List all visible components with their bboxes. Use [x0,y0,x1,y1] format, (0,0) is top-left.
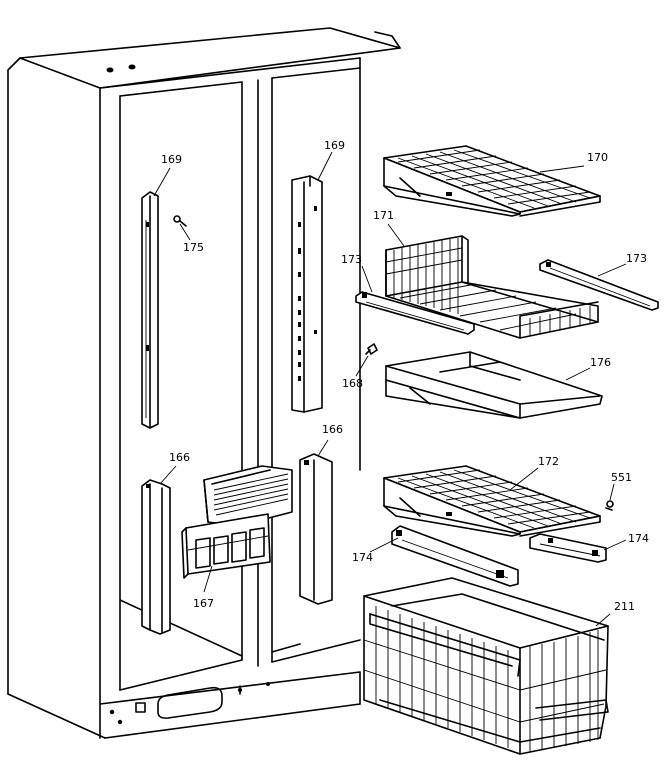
slide-rail-173-right [539,259,659,311]
slide-rail-174-left [391,525,519,587]
shelf-rail-left-169 [141,191,159,429]
refrigerator-cabinet [7,27,401,739]
part-label-174-right: 174 [628,532,649,545]
shelf-frame-176 [385,351,603,419]
part-label-172: 172 [538,455,559,468]
shelf-bracket-166-right [299,453,333,605]
slide-rail-173-left [355,291,475,335]
part-label-174-left: 174 [352,551,373,564]
part-label-173-left: 173 [341,253,362,266]
wire-shelf-172 [383,465,601,537]
screw-551 [605,500,614,511]
part-label-168: 168 [342,377,363,390]
part-label-551: 551 [611,471,632,484]
wire-basket-171 [385,235,599,339]
part-label-173-right: 173 [626,252,647,265]
wire-shelf-170 [383,145,601,217]
part-label-176: 176 [590,356,611,369]
part-label-166-left: 166 [169,451,190,464]
slide-rail-174-right [529,533,607,563]
part-label-211: 211 [614,600,635,613]
shelf-rail-right-169 [291,175,323,413]
control-housing-167 [181,465,293,579]
part-label-169-right: 169 [324,139,345,152]
part-label-170: 170 [587,151,608,164]
wire-basket-211 [363,577,609,755]
screw-175 [173,215,187,227]
part-label-166-right: 166 [322,423,343,436]
part-label-169-left: 169 [161,153,182,166]
part-label-167: 167 [193,597,214,610]
shelf-bracket-166-left [141,479,171,635]
part-label-175: 175 [183,241,204,254]
screw-168 [365,343,378,355]
leader-lines [153,151,627,627]
part-label-171: 171 [373,209,394,222]
